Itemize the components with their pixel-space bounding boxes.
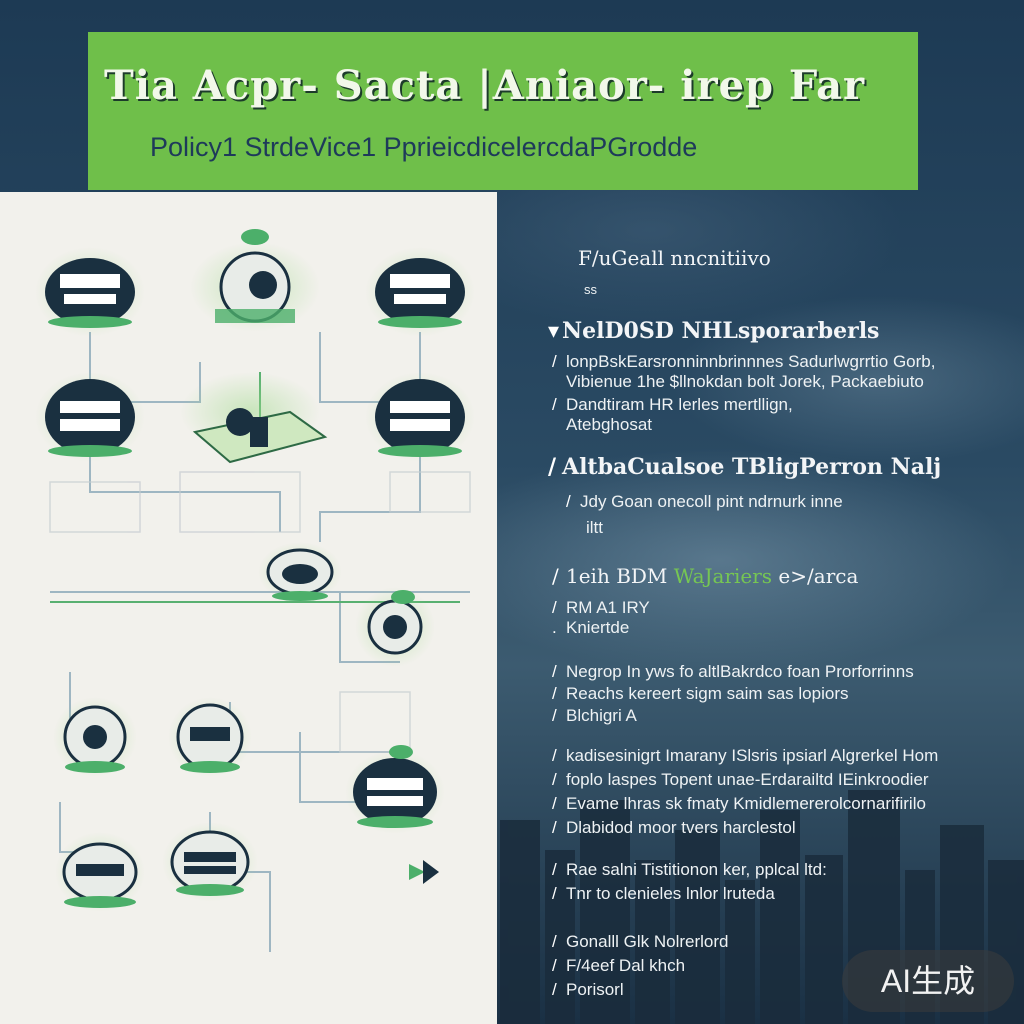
list-item: Atebghosat [566, 415, 653, 434]
list-item: /F/4eef Dal khch [552, 956, 686, 975]
bullet-icon: ▾ [548, 318, 560, 344]
bullet-icon: / [566, 492, 571, 511]
bullet-icon: / [552, 932, 557, 951]
arrow-mark [409, 860, 439, 884]
bullet-icon: / [548, 454, 557, 480]
bullet-icon: / [552, 818, 557, 837]
bullet-icon: / [552, 746, 557, 765]
bullet-icon: / [552, 662, 557, 681]
list-item: /Jdy Goan onecoll pint ndrnurk inne [566, 492, 843, 511]
hub-node [190, 229, 320, 332]
list-item: iltt [586, 518, 603, 537]
list-item: Vibienue 1he $llnokdan bolt Jorek, Packa… [566, 372, 924, 391]
bullet-icon: . [552, 618, 557, 637]
title-banner: Tia Acpr- Sacta |Aniaor- irep Far Policy… [88, 32, 918, 190]
hub-node [180, 372, 328, 464]
bullet-icon: / [552, 395, 557, 414]
list-item: /Evame lhras sk fmaty Kmidlemererolcorna… [552, 794, 926, 813]
bullet-icon: / [552, 352, 557, 371]
bullet-icon: / [552, 684, 557, 703]
list-item: /Negrop In yws fo altlBakrdco foan Prorf… [552, 662, 914, 681]
bullet-icon: / [552, 980, 557, 999]
bullet-icon: / [552, 598, 557, 617]
small-node [258, 542, 342, 602]
list-item: /Gonalll Glk Nolrerlord [552, 932, 729, 951]
bullet-icon: / [552, 860, 557, 879]
list-item: /Rae salni Tistitionon ker, pplcal ltd: [552, 860, 827, 879]
server-node [365, 247, 475, 337]
bullet-icon: / [552, 794, 557, 813]
list-item: /Porisorl [552, 980, 624, 999]
intro-heading: F/uGeall nncnitiivo [578, 246, 771, 270]
node-icons [35, 229, 475, 912]
list-item: /Tnr to clenieles lnlor lruteda [552, 884, 775, 903]
bullet-icon: / [552, 884, 557, 903]
list-item: /Dandtiram HR lerles mertllign, [552, 395, 793, 414]
list-item: /RM A1 IRY [552, 598, 650, 617]
ai-generated-badge: AI生成 [842, 950, 1014, 1012]
list-item: /lonpBskEarsronninnbrinnnes Sadurlwgrrti… [552, 352, 936, 371]
banner-subtitle: Policy1 StrdeVice1 PprieicdicelercdaPGro… [150, 132, 698, 162]
list-item: /Dlabidod moor tvers harclestol [552, 818, 796, 837]
list-item: /Reachs kereert sigm saim sas lopiors [552, 684, 849, 703]
banner-title: Tia Acpr- Sacta |Aniaor- irep Far [104, 62, 866, 109]
network-diagram [35, 229, 475, 952]
section-heading: ▾NelD0SD NHLsporarberls [548, 318, 880, 344]
intro-sub: ss [584, 282, 597, 297]
server-node [35, 247, 145, 337]
list-item: .Kniertde [552, 618, 630, 637]
bullet-icon: / [552, 956, 557, 975]
server-node [365, 372, 475, 462]
bullet-icon: / [552, 564, 559, 588]
section-heading: /1eih BDM WaJariers e>/arca [552, 564, 859, 588]
small-node [55, 832, 145, 912]
bullet-icon: / [552, 770, 557, 789]
server-node [345, 745, 445, 834]
server-node [35, 372, 145, 462]
small-node [53, 697, 137, 777]
bullet-icon: / [552, 706, 557, 725]
list-item: /foplo laspes Topent unae-Erdarailtd IEi… [552, 770, 929, 789]
small-node [355, 587, 435, 667]
section-heading: /AltbaCualsoe TBligPerron Nalj [548, 454, 942, 480]
server-node [162, 822, 258, 902]
list-item: /Blchigri A [552, 706, 637, 725]
list-item: /kadisesinigrt Imarany ISlsris ipsiarl A… [552, 746, 939, 765]
small-node [168, 697, 252, 777]
